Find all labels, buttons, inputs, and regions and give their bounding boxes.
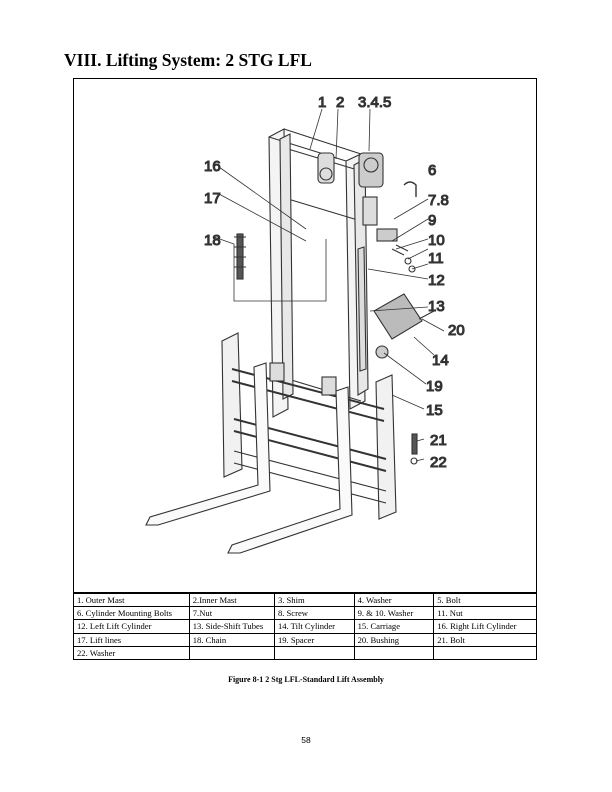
table-cell xyxy=(433,645,537,660)
leader-lines xyxy=(213,108,445,462)
callout-21: 21 xyxy=(430,432,447,449)
callout-13: 13 xyxy=(428,298,445,315)
table-cell: 6. Cylinder Mounting Bolts xyxy=(73,606,190,621)
table-cell: 20. Bushing xyxy=(353,632,435,647)
table-cell xyxy=(273,645,355,660)
callout-19: 19 xyxy=(426,378,443,395)
table-cell: 18. Chain xyxy=(188,632,275,647)
table-row: 22. Washer xyxy=(73,645,537,660)
table-cell: 2.Inner Mast xyxy=(188,592,275,608)
table-cell: 3. Shim xyxy=(273,592,355,608)
table-cell: 21. Bolt xyxy=(433,632,537,647)
figure-frame: 1 2 3.4.5 6 7.8 9 10 11 12 13 20 14 19 1… xyxy=(73,78,537,593)
table-cell xyxy=(353,645,435,660)
callout-18: 18 xyxy=(204,232,221,249)
lift-cylinder xyxy=(357,246,435,372)
table-cell xyxy=(188,645,275,660)
table-cell: 17. Lift lines xyxy=(73,632,190,647)
callout-3-4-5: 3.4.5 xyxy=(358,94,391,111)
table-cell: 1. Outer Mast xyxy=(73,592,190,608)
table-cell: 12. Left Lift Cylinder xyxy=(73,619,190,634)
callout-15: 15 xyxy=(426,402,443,419)
callout-14: 14 xyxy=(432,352,449,369)
table-cell: 16. Right Lift Cylinder xyxy=(433,619,537,634)
callout-1: 1 xyxy=(318,94,326,111)
table-cell: 13. Side-Shift Tubes xyxy=(188,619,275,634)
cylinder-head xyxy=(358,152,417,242)
callout-20: 20 xyxy=(448,322,465,339)
table-cell: 8. Screw xyxy=(273,606,355,621)
callout-2: 2 xyxy=(336,94,344,111)
table-cell: 7.Nut xyxy=(188,606,275,621)
table-cell: 5. Bolt xyxy=(433,592,537,608)
lift-assembly-diagram: 1 2 3.4.5 6 7.8 9 10 11 12 13 20 14 19 1… xyxy=(145,93,465,554)
callout-6: 6 xyxy=(428,162,436,179)
callout-17: 17 xyxy=(204,190,221,207)
callout-12: 12 xyxy=(428,272,445,289)
forks xyxy=(145,362,353,554)
callout-10: 10 xyxy=(428,232,445,249)
callout-9: 9 xyxy=(428,212,436,229)
callout-7-8: 7.8 xyxy=(428,192,449,209)
table-cell: 19. Spacer xyxy=(273,632,355,647)
page-number: 58 xyxy=(301,735,311,745)
table-cell: 15. Carriage xyxy=(353,619,435,634)
table-cell: 4. Washer xyxy=(353,592,435,608)
table-cell: 11. Nut xyxy=(433,606,537,621)
callout-11: 11 xyxy=(428,250,444,267)
callout-22: 22 xyxy=(430,454,447,471)
chain xyxy=(234,233,246,280)
figure-caption: Figure 8-1 2 Stg LFL-Standard Lift Assem… xyxy=(228,675,384,684)
hardware xyxy=(391,244,418,465)
table-cell: 14. Tilt Cylinder xyxy=(273,619,355,634)
table-cell: 9. & 10. Washer xyxy=(353,606,435,621)
callout-numbers: 1 2 3.4.5 6 7.8 9 10 11 12 13 20 14 19 1… xyxy=(203,93,465,471)
section-title: VIII. Lifting System: 2 STG LFL xyxy=(64,50,312,70)
table-cell: 22. Washer xyxy=(73,645,190,660)
callout-16: 16 xyxy=(204,158,221,175)
